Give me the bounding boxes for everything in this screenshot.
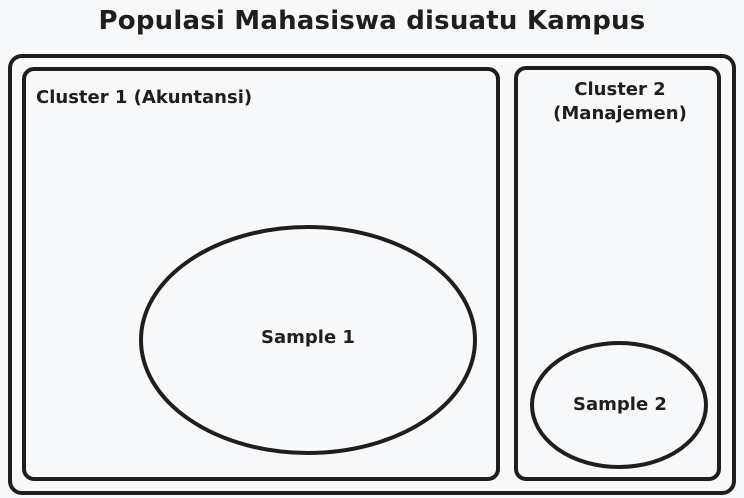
cluster-2-label-line1: Cluster 2: [574, 79, 666, 100]
sample-1-ellipse: [139, 225, 477, 455]
cluster-2-label-line2: (Manajemen): [553, 103, 687, 124]
cluster-1-box: [22, 67, 500, 481]
population-frame: [8, 54, 736, 495]
sample-1-label: Sample 1: [261, 327, 355, 348]
sample-2-ellipse: [530, 341, 708, 469]
cluster-2-box: [514, 66, 721, 481]
cluster-2-label: Cluster 2 (Manajemen): [520, 78, 720, 126]
diagram-title: Populasi Mahasiswa disuatu Kampus: [98, 6, 646, 36]
cluster-1-label: Cluster 1 (Akuntansi): [36, 87, 253, 108]
sample-2-label: Sample 2: [573, 394, 667, 415]
